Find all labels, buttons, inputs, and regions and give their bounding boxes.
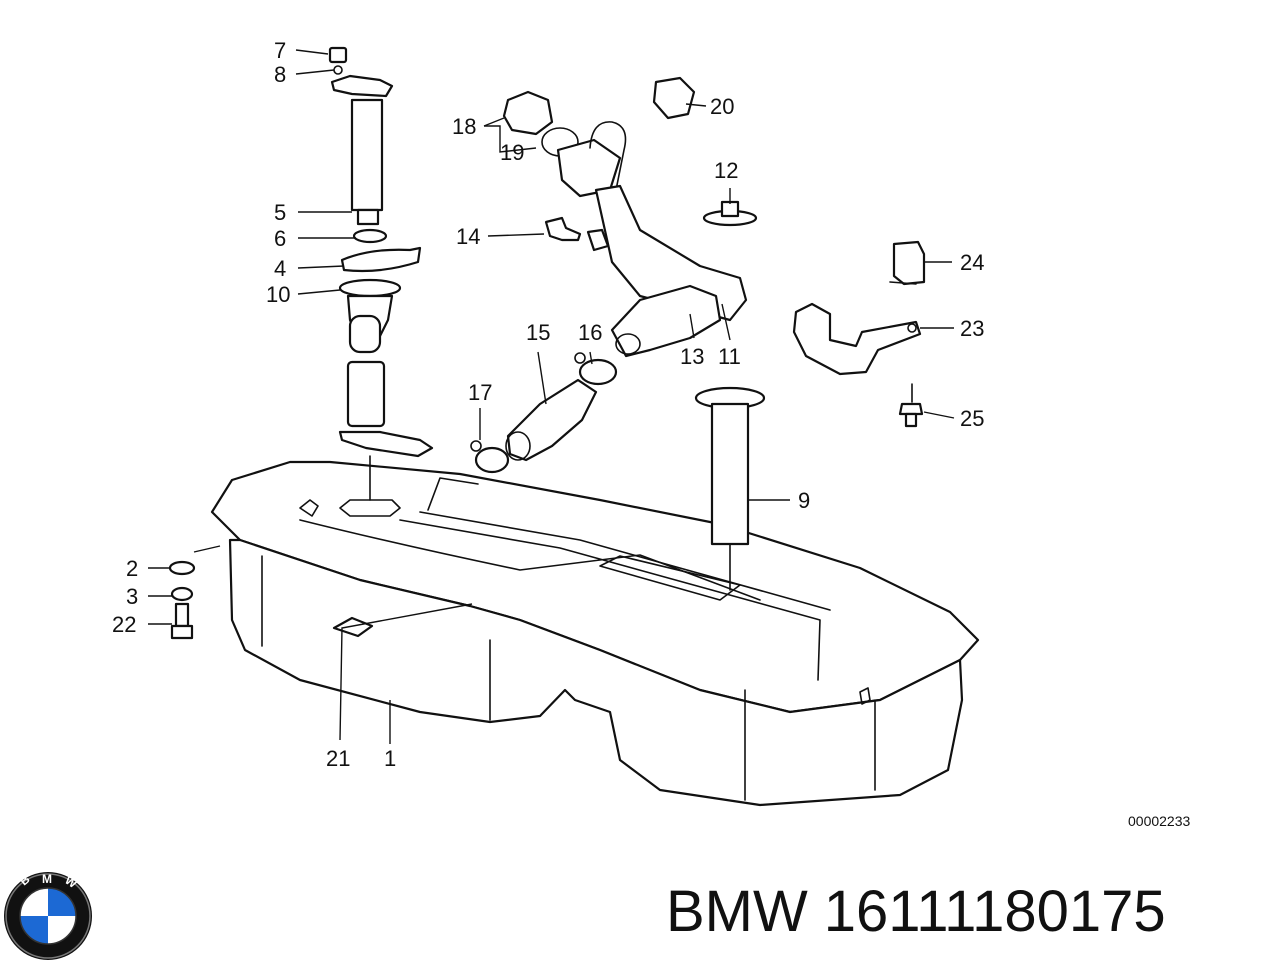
part-labels: 7 8 5 6 4 10 18 19 20 12 14 24 23 25 15 … [112, 38, 1191, 829]
part-label: 15 [526, 320, 550, 345]
part-label: 11 [718, 344, 741, 369]
mounting-fasteners [168, 560, 374, 640]
part-label: 7 [274, 38, 286, 63]
reference-code: 00002233 [1128, 813, 1191, 829]
bmw-logo: B M W [4, 872, 92, 960]
part-label: 12 [714, 158, 738, 183]
part-label: 22 [112, 612, 136, 637]
part-label: 14 [456, 224, 480, 249]
part-label: 19 [500, 140, 524, 165]
part-label: 5 [274, 200, 286, 225]
part-label: 18 [452, 114, 476, 139]
part-label: 6 [274, 226, 286, 251]
fuel-sending-unit [328, 46, 434, 501]
part-label: 24 [960, 250, 984, 275]
part-label: 4 [274, 256, 286, 281]
part-label: 21 [326, 746, 350, 771]
svg-text:M: M [42, 872, 52, 886]
pipe-and-bracket [694, 200, 926, 591]
part-label: 23 [960, 316, 984, 341]
part-label: 1 [384, 746, 396, 771]
part-label: 25 [960, 406, 984, 431]
part-label: 20 [710, 94, 734, 119]
part-label: 17 [468, 380, 492, 405]
part-label: 3 [126, 584, 138, 609]
brand-name: BMW [666, 879, 808, 944]
part-label: 10 [266, 282, 290, 307]
part-label: 9 [798, 488, 810, 513]
filler-pipe [502, 76, 748, 358]
part-label: 16 [578, 320, 602, 345]
fuel-tank [210, 460, 980, 807]
connecting-hose [470, 352, 618, 474]
leader-lines [148, 49, 955, 744]
part-label: 2 [126, 556, 138, 581]
part-number: 16111180175 [823, 879, 1166, 944]
part-label: 8 [274, 62, 286, 87]
part-label: 13 [680, 344, 704, 369]
